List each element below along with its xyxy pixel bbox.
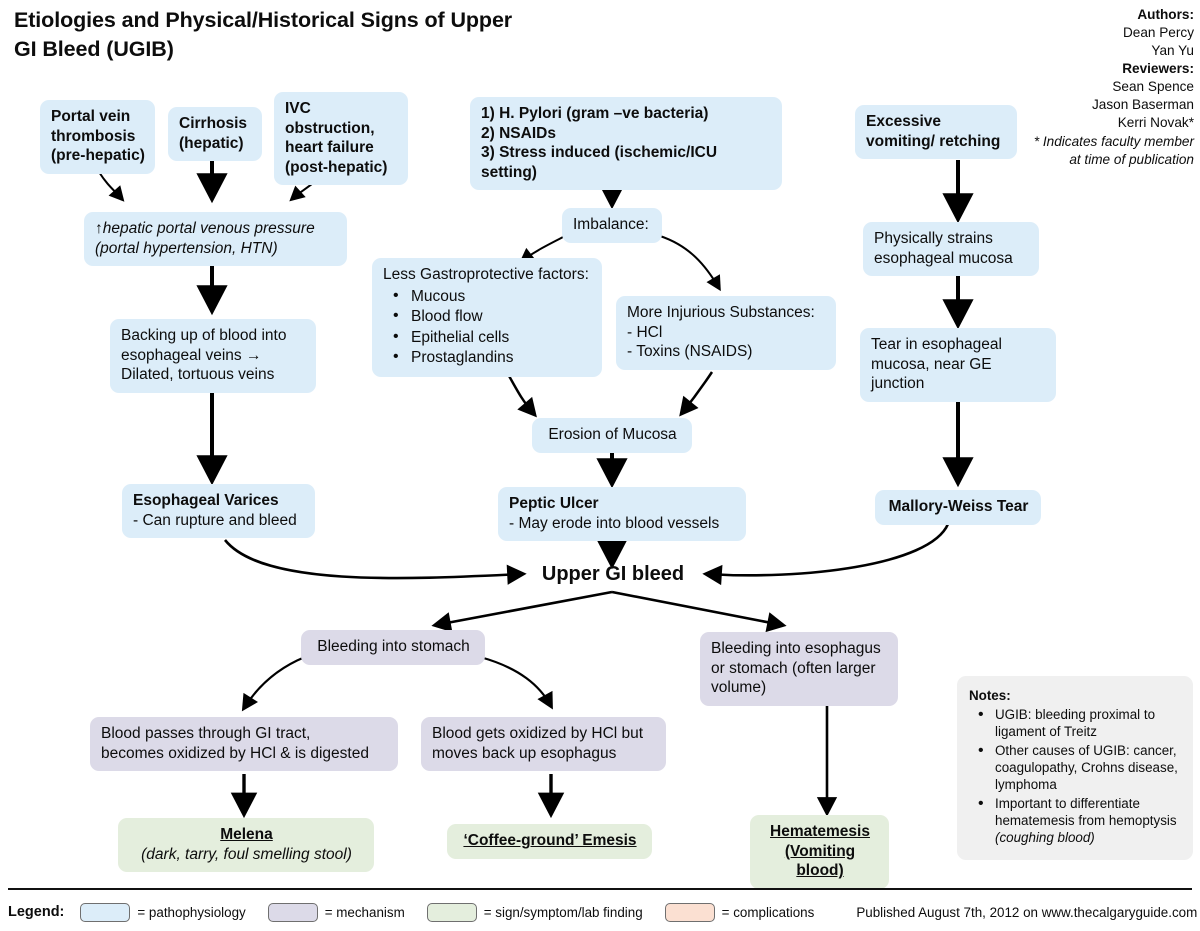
reviewer-3: Kerri Novak* <box>1117 115 1194 131</box>
varices-title: Esophageal Varices <box>133 492 279 509</box>
passes-line2: becomes oxidized by HCl & is digested <box>101 744 369 762</box>
author-1: Dean Percy <box>1122 25 1194 41</box>
note-item: Other causes of UGIB: cancer, coagulopat… <box>978 741 1185 793</box>
portal-hypertension-line1: ↑hepatic portal venous pressure <box>95 220 315 237</box>
injurious-item: - HCl <box>627 323 663 341</box>
node-tear-in-esophageal-mucosa: Tear in esophageal mucosa, near GE junct… <box>860 328 1056 402</box>
node-physically-strains: Physically strains esophageal mucosa <box>863 222 1039 277</box>
injurious-item: - Toxins (NSAIDS) <box>627 343 753 361</box>
node-more-injurious-substances: More Injurious Substances: - HCl - Toxin… <box>616 296 836 370</box>
legend-item-mechanism: = mechanism <box>267 902 405 922</box>
node-upper-gi-bleed: Upper GI bleed <box>541 563 685 585</box>
node-bleeding-into-stomach: Bleeding into stomach <box>301 630 485 665</box>
legend-swatch-sign <box>426 902 477 922</box>
hematemesis-line1: Hematemesis <box>770 823 870 840</box>
node-mallory-weiss-tear: Mallory-Weiss Tear <box>875 490 1041 525</box>
node-blood-oxidized-moves-up: Blood gets oxidized by HCl but moves bac… <box>421 717 666 772</box>
cause-1: 1) H. Pylori (gram –ve bacteria) <box>481 105 709 122</box>
oxidized-line1: Blood gets oxidized by HCl but <box>432 725 644 742</box>
gastroprotective-title: Less Gastroprotective factors: <box>383 266 589 283</box>
backing-up-line1: Backing up of blood into <box>121 327 287 344</box>
node-hematemesis: Hematemesis (Vomiting blood) <box>750 815 889 889</box>
legend-swatch-pathophysiology <box>80 902 131 922</box>
gastroprotective-item: Mucous <box>393 286 592 307</box>
publication-text: Published August 7th, 2012 on www.thecal… <box>856 904 1198 920</box>
portal-hypertension-line2: (portal hypertension, HTN) <box>95 239 278 257</box>
legend-label: Legend: <box>8 904 65 920</box>
melena-subtitle: (dark, tarry, foul smelling stool) <box>141 845 352 863</box>
cause-2: 2) NSAIDs <box>481 124 556 142</box>
gastroprotective-item: Prostaglandins <box>393 347 592 368</box>
legend-item-complications: = complications <box>664 902 815 922</box>
node-ivc-obstruction: IVC obstruction, heart failure (post-hep… <box>274 92 408 186</box>
node-peptic-ulcer: Peptic Ulcer - May erode into blood vess… <box>498 487 746 542</box>
author-2: Yan Yu <box>1151 43 1194 59</box>
legend-item-sign: = sign/symptom/lab finding <box>426 902 643 922</box>
legend-text-mechanism: = mechanism <box>324 904 405 920</box>
gastroprotective-list: Mucous Blood flow Epithelial cells Prost… <box>383 286 592 368</box>
legend-text-pathophysiology: = pathophysiology <box>137 904 246 920</box>
legend-item-pathophysiology: = pathophysiology <box>80 902 246 922</box>
gastroprotective-item: Epithelial cells <box>393 327 592 348</box>
node-causes-list: 1) H. Pylori (gram –ve bacteria) 2) NSAI… <box>470 97 782 191</box>
page-title: Etiologies and Physical/Historical Signs… <box>14 8 513 61</box>
backing-up-line3: Dilated, tortuous veins <box>121 366 275 384</box>
note-item: Important to differentiate hematemesis f… <box>978 794 1185 846</box>
legend-bar: Legend: = pathophysiology = mechanism = … <box>8 897 1197 927</box>
node-portal-hypertension: ↑hepatic portal venous pressure (portal … <box>84 212 347 267</box>
oxidized-line2: moves back up esophagus <box>432 744 617 762</box>
node-imbalance: Imbalance: <box>562 208 662 243</box>
legend-swatch-mechanism <box>267 902 318 922</box>
reviewer-1: Sean Spence <box>1112 79 1194 95</box>
notes-list: UGIB: bleeding proximal to ligament of T… <box>969 705 1185 846</box>
note-item: UGIB: bleeding proximal to ligament of T… <box>978 705 1185 740</box>
legend-text-sign: = sign/symptom/lab finding <box>483 904 643 920</box>
node-less-gastroprotective-factors: Less Gastroprotective factors: Mucous Bl… <box>372 258 602 377</box>
notes-box: Notes: UGIB: bleeding proximal to ligame… <box>957 676 1193 861</box>
legend-divider <box>8 888 1192 890</box>
gastroprotective-item: Blood flow <box>393 306 592 327</box>
injurious-title: More Injurious Substances: <box>627 304 815 321</box>
node-melena: Melena (dark, tarry, foul smelling stool… <box>118 818 374 873</box>
hematemesis-line2: (Vomiting blood) <box>784 842 856 880</box>
authors-label: Authors: <box>1137 7 1194 22</box>
node-portal-vein-thrombosis: Portal vein thrombosis (pre-hepatic) <box>40 100 155 174</box>
node-excessive-vomiting: Excessive vomiting/ retching <box>855 105 1017 160</box>
node-erosion-of-mucosa: Erosion of Mucosa <box>532 418 692 453</box>
node-esophageal-varices: Esophageal Varices - Can rupture and ble… <box>122 484 315 539</box>
backing-up-line2: esophageal veins → <box>121 346 262 364</box>
node-backing-up-of-blood: Backing up of blood into esophageal vein… <box>110 319 316 393</box>
cause-3: 3) Stress induced (ischemic/ICU setting) <box>481 144 718 181</box>
node-cirrhosis: Cirrhosis (hepatic) <box>168 107 262 162</box>
ulcer-subtitle: - May erode into blood vessels <box>509 514 720 532</box>
legend-swatch-complications <box>664 902 715 922</box>
ulcer-title: Peptic Ulcer <box>509 495 599 512</box>
reviewer-2: Jason Baserman <box>1091 97 1194 113</box>
credits-block: Authors: Dean Percy Yan Yu Reviewers: Se… <box>944 6 1194 169</box>
node-bleeding-into-esophagus: Bleeding into esophagus or stomach (ofte… <box>700 632 898 706</box>
note-item-italic: (coughing blood) <box>995 830 1095 846</box>
faculty-footnote-line2: at time of publication <box>1069 151 1194 167</box>
node-blood-passes-gi-tract: Blood passes through GI tract, becomes o… <box>90 717 398 772</box>
notes-heading: Notes: <box>969 688 1011 703</box>
passes-line1: Blood passes through GI tract, <box>101 725 311 742</box>
reviewers-label: Reviewers: <box>1122 61 1194 77</box>
faculty-footnote-line1: * Indicates faculty member <box>1033 133 1194 149</box>
varices-subtitle: - Can rupture and bleed <box>133 511 297 529</box>
melena-title: Melena <box>220 826 273 843</box>
legend-text-complications: = complications <box>721 904 815 920</box>
note-item-text: Important to differentiate hematemesis f… <box>995 796 1177 829</box>
node-coffee-ground-emesis: ‘Coffee-ground’ Emesis <box>447 824 652 859</box>
